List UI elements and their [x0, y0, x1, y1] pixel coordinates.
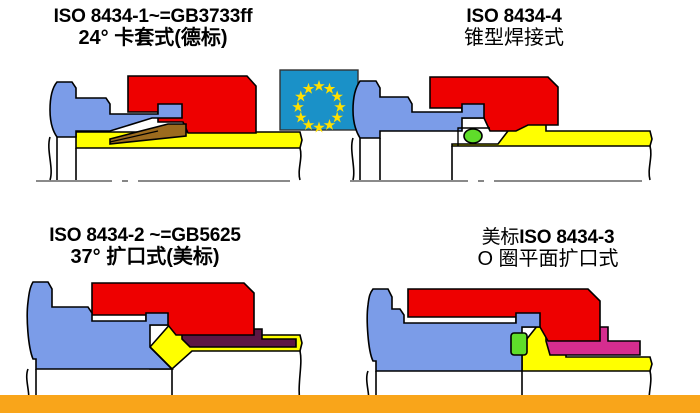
panel-iso-8434-4: ISO 8434-4 锥型焊接式 — [350, 0, 700, 206]
title-line2: O 圈平面扩口式 — [477, 248, 619, 271]
fitting-drawing-cone-weld — [350, 76, 653, 182]
body-blue — [352, 80, 485, 139]
title-iso-8434-4: ISO 8434-4 锥型焊接式 — [350, 6, 700, 50]
nut-red — [127, 75, 257, 134]
cutting-ring-brown — [109, 123, 187, 145]
panel-iso-8434-1: ISO 8434-1~=GB3733ff 24° 卡套式(德标) — [0, 0, 359, 206]
title-line1-cn: 美标 — [481, 227, 520, 248]
eu-flag — [279, 69, 359, 133]
title-line1: 美标ISO 8434-3 — [350, 227, 700, 248]
title-iso-8434-2: ISO 8434-2 ~=GB5625 37° 扩口式(美标) — [0, 225, 350, 269]
o-ring-green — [510, 332, 528, 356]
fitting-drawing-37-flare — [14, 281, 303, 405]
body-break-line — [48, 136, 52, 181]
tube-break-line — [298, 147, 302, 181]
bottom-accent-bar — [0, 395, 700, 413]
flare-seat-line — [149, 346, 173, 370]
title-line1: ISO 8434-2 ~=GB5625 — [49, 225, 241, 246]
nut-red — [91, 282, 255, 336]
title-line2: 锥型焊接式 — [464, 27, 564, 50]
fitting-drawing-o-ring-face-seal — [354, 288, 653, 407]
body-blue — [366, 288, 541, 372]
body-blue — [49, 81, 183, 138]
title-line2: 24° 卡套式(德标) — [78, 27, 228, 50]
eu-stars — [292, 80, 346, 133]
title-iso-8434-1: ISO 8434-1~=GB3733ff 24° 卡套式(德标) — [0, 6, 350, 50]
title-line1-en: ISO 8434-3 — [519, 227, 615, 248]
title-iso-8434-3: 美标ISO 8434-3 O 圈平面扩口式 — [350, 227, 700, 271]
o-ring-green — [463, 128, 483, 144]
panel-iso-8434-2: ISO 8434-2 ~=GB5625 37° 扩口式(美标) — [0, 207, 350, 413]
fitting-drawing-cutting-ring — [36, 75, 303, 182]
nut-red — [407, 288, 601, 342]
body-blue — [26, 281, 174, 370]
cutting-edge-line — [109, 130, 159, 143]
panel-iso-8434-3: 美标ISO 8434-3 O 圈平面扩口式 — [350, 207, 700, 413]
tube-break-line — [648, 145, 652, 181]
title-line1: ISO 8434-4 — [466, 6, 562, 27]
title-line2: 37° 扩口式(美标) — [70, 246, 220, 269]
title-line1: ISO 8434-1~=GB3733ff — [53, 6, 253, 27]
o-ring-groove — [457, 127, 490, 146]
body-break-line — [350, 137, 355, 181]
